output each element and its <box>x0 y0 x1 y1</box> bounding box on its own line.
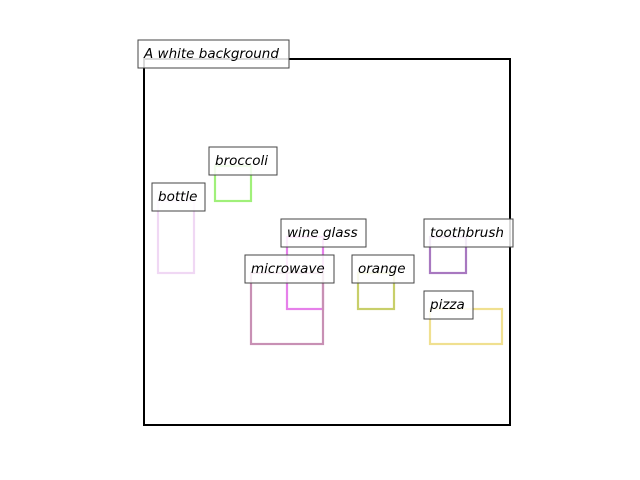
microwave-label-bg <box>244 254 335 284</box>
bottle-label-text: bottle <box>158 189 197 205</box>
wine-glass-label-bg <box>280 218 367 248</box>
broccoli-label-text: broccoli <box>215 153 268 169</box>
caption-text: A white background <box>143 46 279 62</box>
caption-label: A white background <box>137 39 290 69</box>
toothbrush-label: toothbrush <box>423 218 514 248</box>
microwave-label: microwave <box>244 254 335 284</box>
orange-label-bg <box>351 254 415 284</box>
bottle-label-bg <box>151 182 206 212</box>
bottle-label: bottle <box>151 182 206 212</box>
orange-label: orange <box>351 254 415 284</box>
wine-glass-label-text: wine glass <box>287 225 358 241</box>
wine-glass-label: wine glass <box>280 218 367 248</box>
pizza-label: pizza <box>423 290 474 320</box>
pizza-label-bg <box>423 290 474 320</box>
pizza-label-text: pizza <box>429 297 465 313</box>
orange-label-text: orange <box>358 261 406 277</box>
toothbrush-label-text: toothbrush <box>430 225 504 241</box>
broccoli-label-bg <box>208 146 278 176</box>
broccoli-label: broccoli <box>208 146 278 176</box>
objects-layer: broccoli bottle wine glass microwave orange t… <box>151 146 514 346</box>
microwave-label-text: microwave <box>251 261 325 277</box>
toothbrush-label-bg <box>423 218 514 248</box>
